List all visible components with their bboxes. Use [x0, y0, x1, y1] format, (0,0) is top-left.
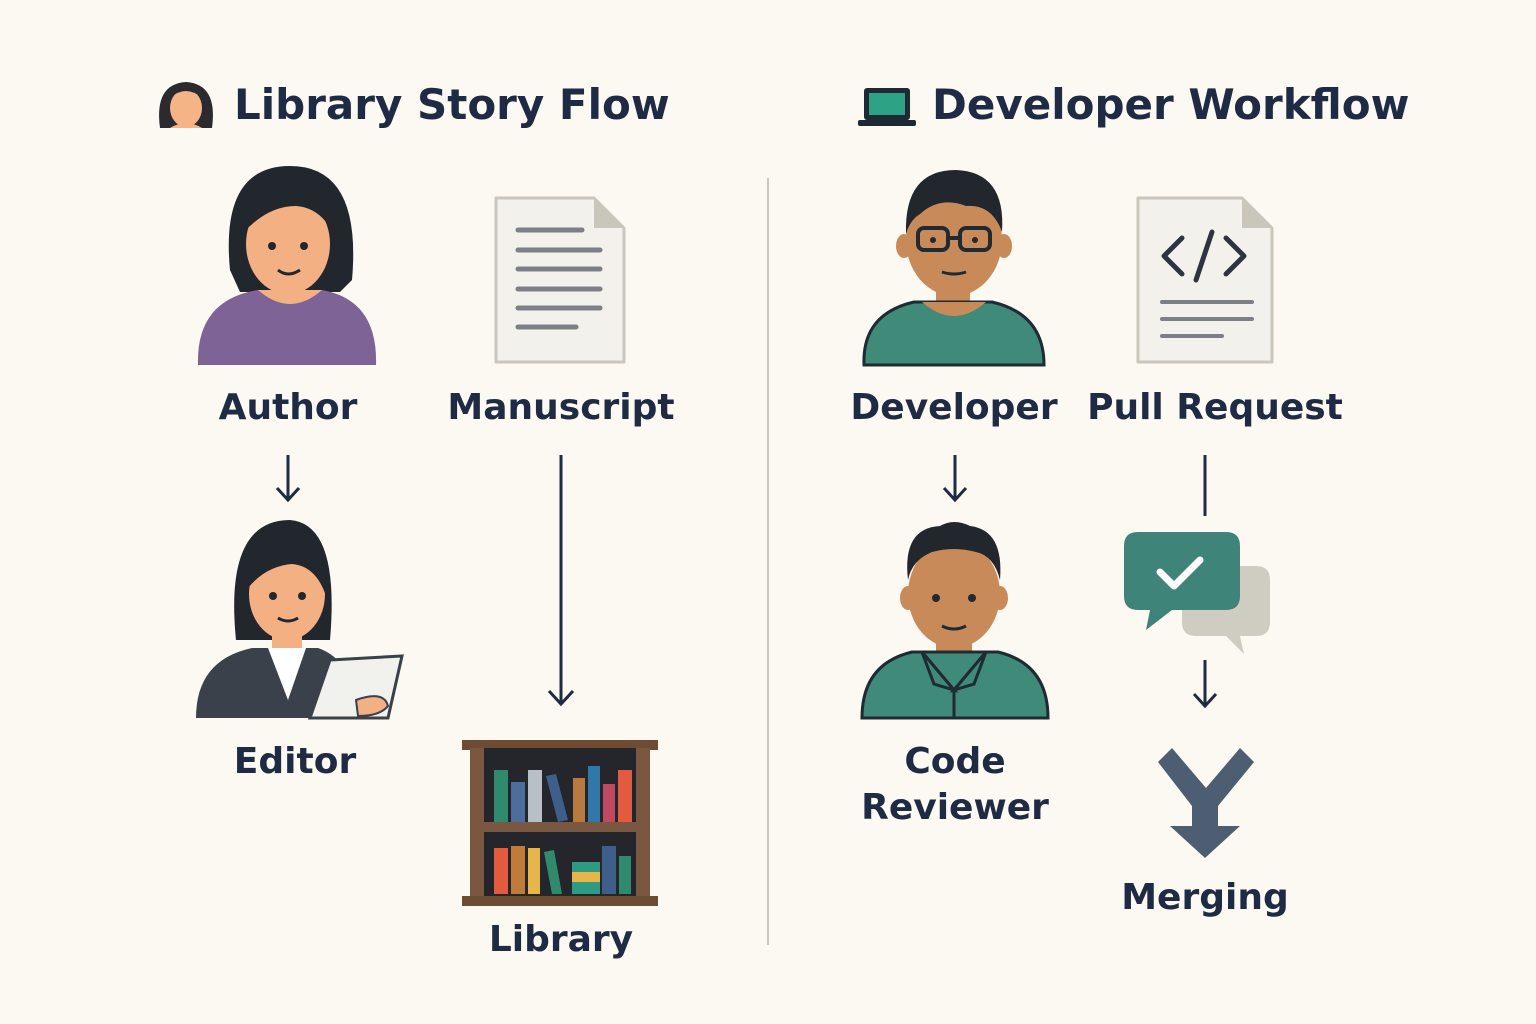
library-story-flow-title: Library Story Flow — [234, 80, 670, 129]
library-label: Library — [488, 919, 634, 960]
editor-label: Editor — [233, 741, 357, 782]
author-label: Author — [218, 387, 358, 428]
code-document-icon — [1136, 196, 1274, 364]
developer-workflow-title: Developer Workflow — [932, 80, 1410, 129]
pull-request-label: Pull Request — [1087, 387, 1343, 428]
arrow-author-to-editor — [275, 455, 301, 503]
merging-label: Merging — [1121, 877, 1289, 918]
arrow-manuscript-to-library — [547, 455, 575, 707]
merge-icon — [1158, 748, 1254, 858]
arrow-developer-to-reviewer — [942, 455, 968, 503]
bookshelf-icon — [462, 740, 658, 906]
author-avatar — [197, 166, 377, 365]
manuscript-label: Manuscript — [447, 387, 675, 428]
review-approved-icon — [1124, 532, 1270, 654]
woman-face-icon — [159, 82, 213, 128]
laptop-icon — [858, 88, 916, 126]
developer-label: Developer — [850, 387, 1058, 428]
arrow-review-to-merging — [1192, 660, 1218, 709]
code-reviewer-label-line1: Code — [904, 741, 1006, 782]
code-reviewer-avatar — [860, 522, 1050, 720]
code-reviewer-label-line2: Reviewer — [861, 787, 1049, 828]
developer-avatar — [862, 170, 1046, 367]
editor-avatar — [196, 520, 404, 720]
manuscript-icon — [494, 196, 626, 364]
